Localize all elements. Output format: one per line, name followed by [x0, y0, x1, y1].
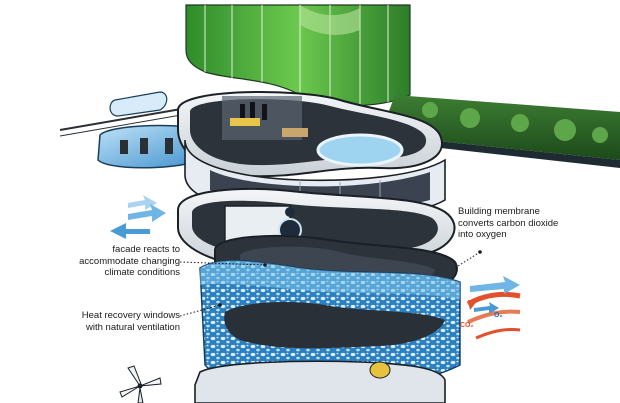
wind-turbine-icon [119, 365, 162, 403]
oxygen-arrow-icon [470, 276, 520, 314]
membrane-line-2: converts carbon dioxide [458, 217, 559, 229]
co2-label: CO₂ [460, 322, 474, 329]
heat-arrows [466, 291, 521, 340]
facade-line-1: facade reacts to [112, 244, 180, 255]
heat-recovery-annotation: Heat recovery windows with natural venti… [40, 310, 180, 333]
facade-line-3: climate conditions [104, 267, 180, 278]
oxygen-label: O₂ [494, 312, 503, 319]
facade-line-2: accommodate changing [79, 255, 180, 267]
upper-floor [177, 90, 443, 178]
heat-line-1: Heat recovery windows [81, 310, 180, 321]
membrane-facade [199, 259, 461, 390]
membrane-line-3: into oxygen [458, 229, 507, 240]
facade-annotation: facade reacts to accommodate changing cl… [40, 244, 180, 279]
bottom-floor [194, 360, 446, 403]
wind-arrow-icon [110, 195, 166, 239]
annotation-leaders [179, 251, 481, 317]
heat-line-2: with natural ventilation [86, 321, 180, 333]
membrane-line-1: Building membrane [458, 206, 540, 217]
green-glass-tower [185, 4, 411, 107]
membrane-annotation: Building membrane converts carbon dioxid… [458, 206, 608, 241]
